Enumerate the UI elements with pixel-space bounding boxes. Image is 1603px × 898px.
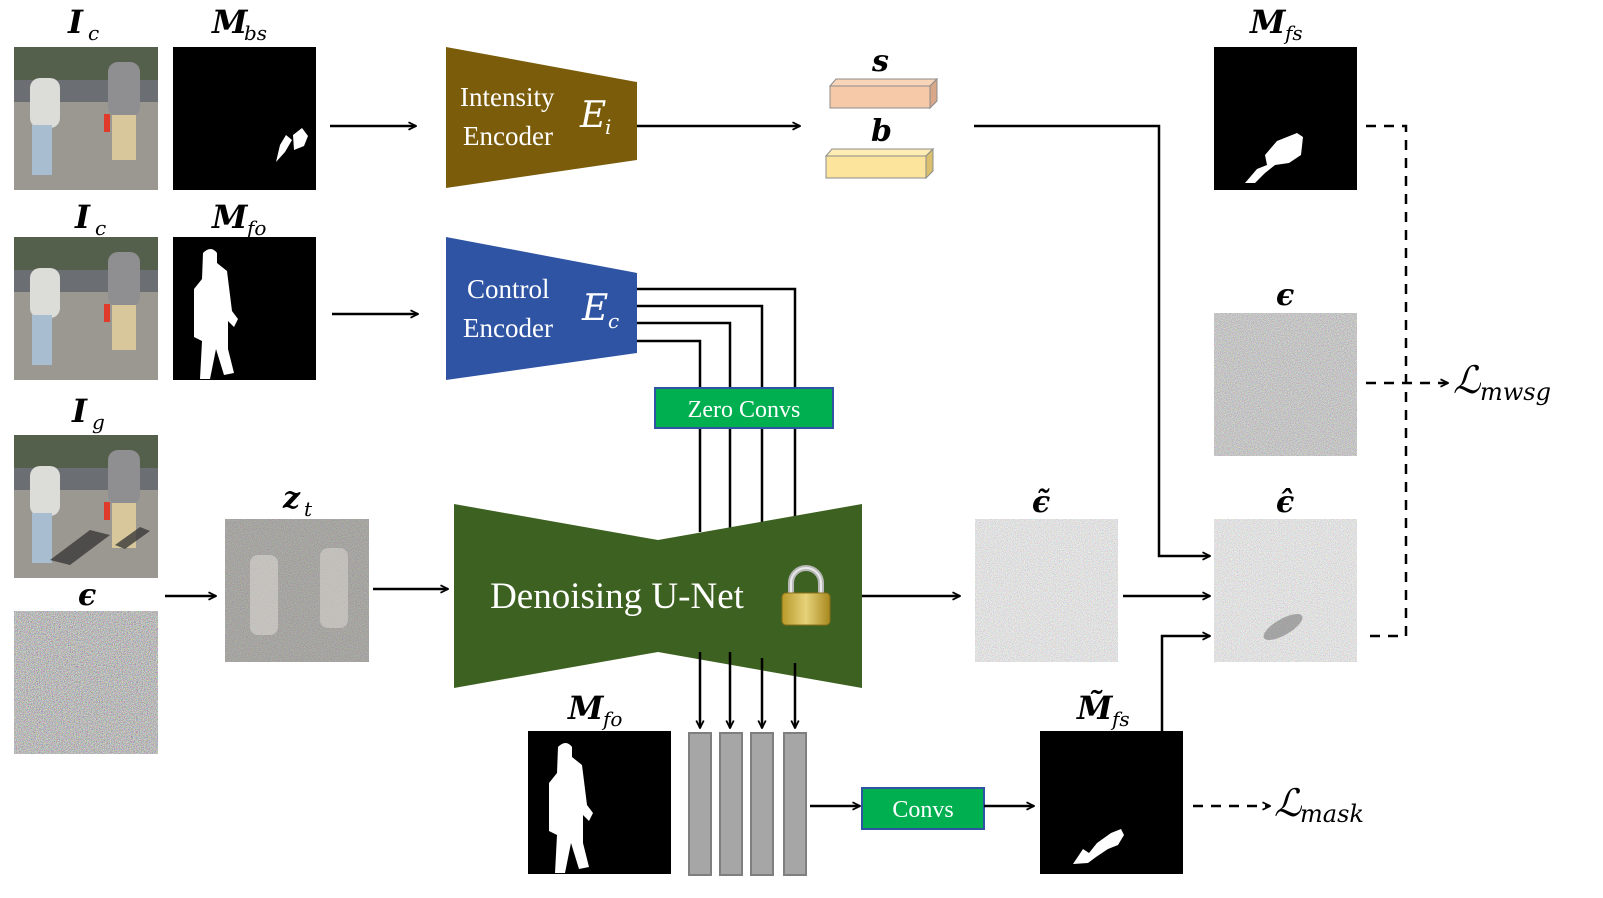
svg-text:E: E bbox=[579, 95, 606, 136]
svg-text:I: I bbox=[67, 3, 84, 41]
svg-text:M: M bbox=[211, 198, 249, 236]
svg-text:c: c bbox=[88, 21, 99, 45]
svg-text:mask: mask bbox=[1300, 800, 1364, 828]
svg-text:M̃: M̃ bbox=[1076, 689, 1114, 727]
svg-text:fo: fo bbox=[245, 216, 266, 240]
loss-bracket bbox=[1366, 124, 1408, 638]
svg-text:M: M bbox=[211, 3, 249, 41]
mask-M-fs-pred bbox=[1040, 731, 1183, 874]
noisy-latent-z-t bbox=[225, 519, 369, 662]
loss-mwsg: ℒ mwsg bbox=[1453, 358, 1551, 406]
noise-image-eps-tilde bbox=[975, 519, 1118, 662]
noise-image-eps-input bbox=[14, 611, 158, 754]
label-M-fo-top: M fo bbox=[211, 198, 266, 240]
svg-text:Zero Convs: Zero Convs bbox=[688, 397, 801, 423]
svg-text:M: M bbox=[567, 689, 605, 727]
svg-text:Convs: Convs bbox=[892, 797, 953, 823]
label-I-g: I g bbox=[71, 392, 105, 434]
label-M-fs-gt: M fs bbox=[1249, 3, 1303, 45]
svg-text:b: b bbox=[871, 114, 892, 149]
feature-b: b bbox=[824, 114, 935, 180]
svg-text:fs: fs bbox=[1110, 707, 1130, 731]
feature-bar-3 bbox=[750, 732, 774, 876]
label-I-c-top: I c bbox=[67, 3, 99, 45]
label-eps-target: ϵ bbox=[1276, 278, 1294, 313]
label-eps-hat: ϵ̂ bbox=[1276, 485, 1294, 520]
loss-mask: ℒ mask bbox=[1274, 781, 1364, 828]
svg-text:ℒ: ℒ bbox=[1274, 781, 1303, 825]
convs-box: Convs bbox=[861, 787, 985, 830]
svg-text:Denoising U-Net: Denoising U-Net bbox=[490, 576, 745, 617]
svg-text:E: E bbox=[581, 288, 608, 329]
arrow-mask-to-eps-hat bbox=[1160, 636, 1210, 731]
svg-text:ϵ: ϵ bbox=[1276, 278, 1294, 313]
svg-text:c: c bbox=[95, 216, 106, 240]
svg-text:I: I bbox=[71, 392, 88, 430]
image-person-photo-top bbox=[14, 47, 158, 190]
mask-M-bs bbox=[173, 47, 316, 190]
noise-image-eps-hat bbox=[1214, 519, 1357, 662]
control-encoder-block: Control Encoder E c bbox=[446, 237, 637, 380]
svg-text:s: s bbox=[871, 44, 889, 79]
svg-text:M: M bbox=[1249, 3, 1287, 41]
feature-bar-2 bbox=[719, 732, 743, 876]
svg-text:t: t bbox=[304, 497, 313, 521]
intensity-encoder-block: Intensity Encoder E i bbox=[446, 47, 637, 188]
svg-text:g: g bbox=[92, 410, 105, 434]
svg-text:c: c bbox=[608, 309, 619, 333]
mask-M-fo-top bbox=[173, 237, 316, 380]
unet-feature-bars bbox=[688, 732, 807, 876]
svg-text:Control: Control bbox=[467, 274, 550, 304]
svg-text:fs: fs bbox=[1283, 21, 1303, 45]
svg-text:Intensity: Intensity bbox=[460, 82, 555, 112]
label-M-bs: M bs bbox=[211, 3, 267, 45]
control-connection-3 bbox=[637, 321, 732, 532]
label-M-fs-pred: M̃ fs bbox=[1076, 689, 1130, 731]
label-I-c-mid: I c bbox=[74, 198, 106, 240]
label-M-fo-bottom: M fo bbox=[567, 689, 622, 731]
svg-text:z: z bbox=[282, 481, 301, 516]
noise-image-eps-target bbox=[1214, 313, 1357, 456]
label-z-t: z t bbox=[282, 481, 313, 521]
label-eps-input: ϵ bbox=[78, 578, 96, 613]
denoising-unet-block: Denoising U-Net bbox=[454, 504, 862, 688]
svg-text:fo: fo bbox=[601, 707, 622, 731]
zero-convs-box: Zero Convs bbox=[654, 387, 834, 429]
svg-text:Encoder: Encoder bbox=[463, 121, 553, 151]
mask-M-fo-bottom bbox=[528, 731, 671, 874]
svg-text:ϵ̃: ϵ̃ bbox=[1032, 485, 1050, 520]
svg-text:mwsg: mwsg bbox=[1480, 378, 1551, 406]
svg-text:Encoder: Encoder bbox=[463, 313, 553, 343]
control-connection-2 bbox=[637, 304, 764, 532]
control-connection-4 bbox=[637, 339, 702, 532]
arrow-features-to-eps-hat bbox=[974, 124, 1210, 556]
mask-M-fs-gt bbox=[1214, 47, 1357, 190]
feature-s: s bbox=[828, 44, 939, 110]
svg-text:I: I bbox=[74, 198, 91, 236]
feature-bar-1 bbox=[688, 732, 712, 876]
padlock-icon bbox=[781, 565, 831, 626]
feature-bar-4 bbox=[783, 732, 807, 876]
image-person-photo-mid bbox=[14, 237, 158, 380]
svg-text:bs: bs bbox=[244, 21, 267, 45]
label-eps-tilde: ϵ̃ bbox=[1032, 485, 1050, 520]
svg-text:i: i bbox=[605, 115, 611, 139]
control-connection-1 bbox=[637, 287, 797, 532]
svg-text:ϵ: ϵ bbox=[78, 578, 96, 613]
image-person-photo-gt bbox=[14, 435, 158, 578]
svg-text:ℒ: ℒ bbox=[1453, 358, 1482, 402]
svg-text:ϵ̂: ϵ̂ bbox=[1276, 485, 1294, 520]
